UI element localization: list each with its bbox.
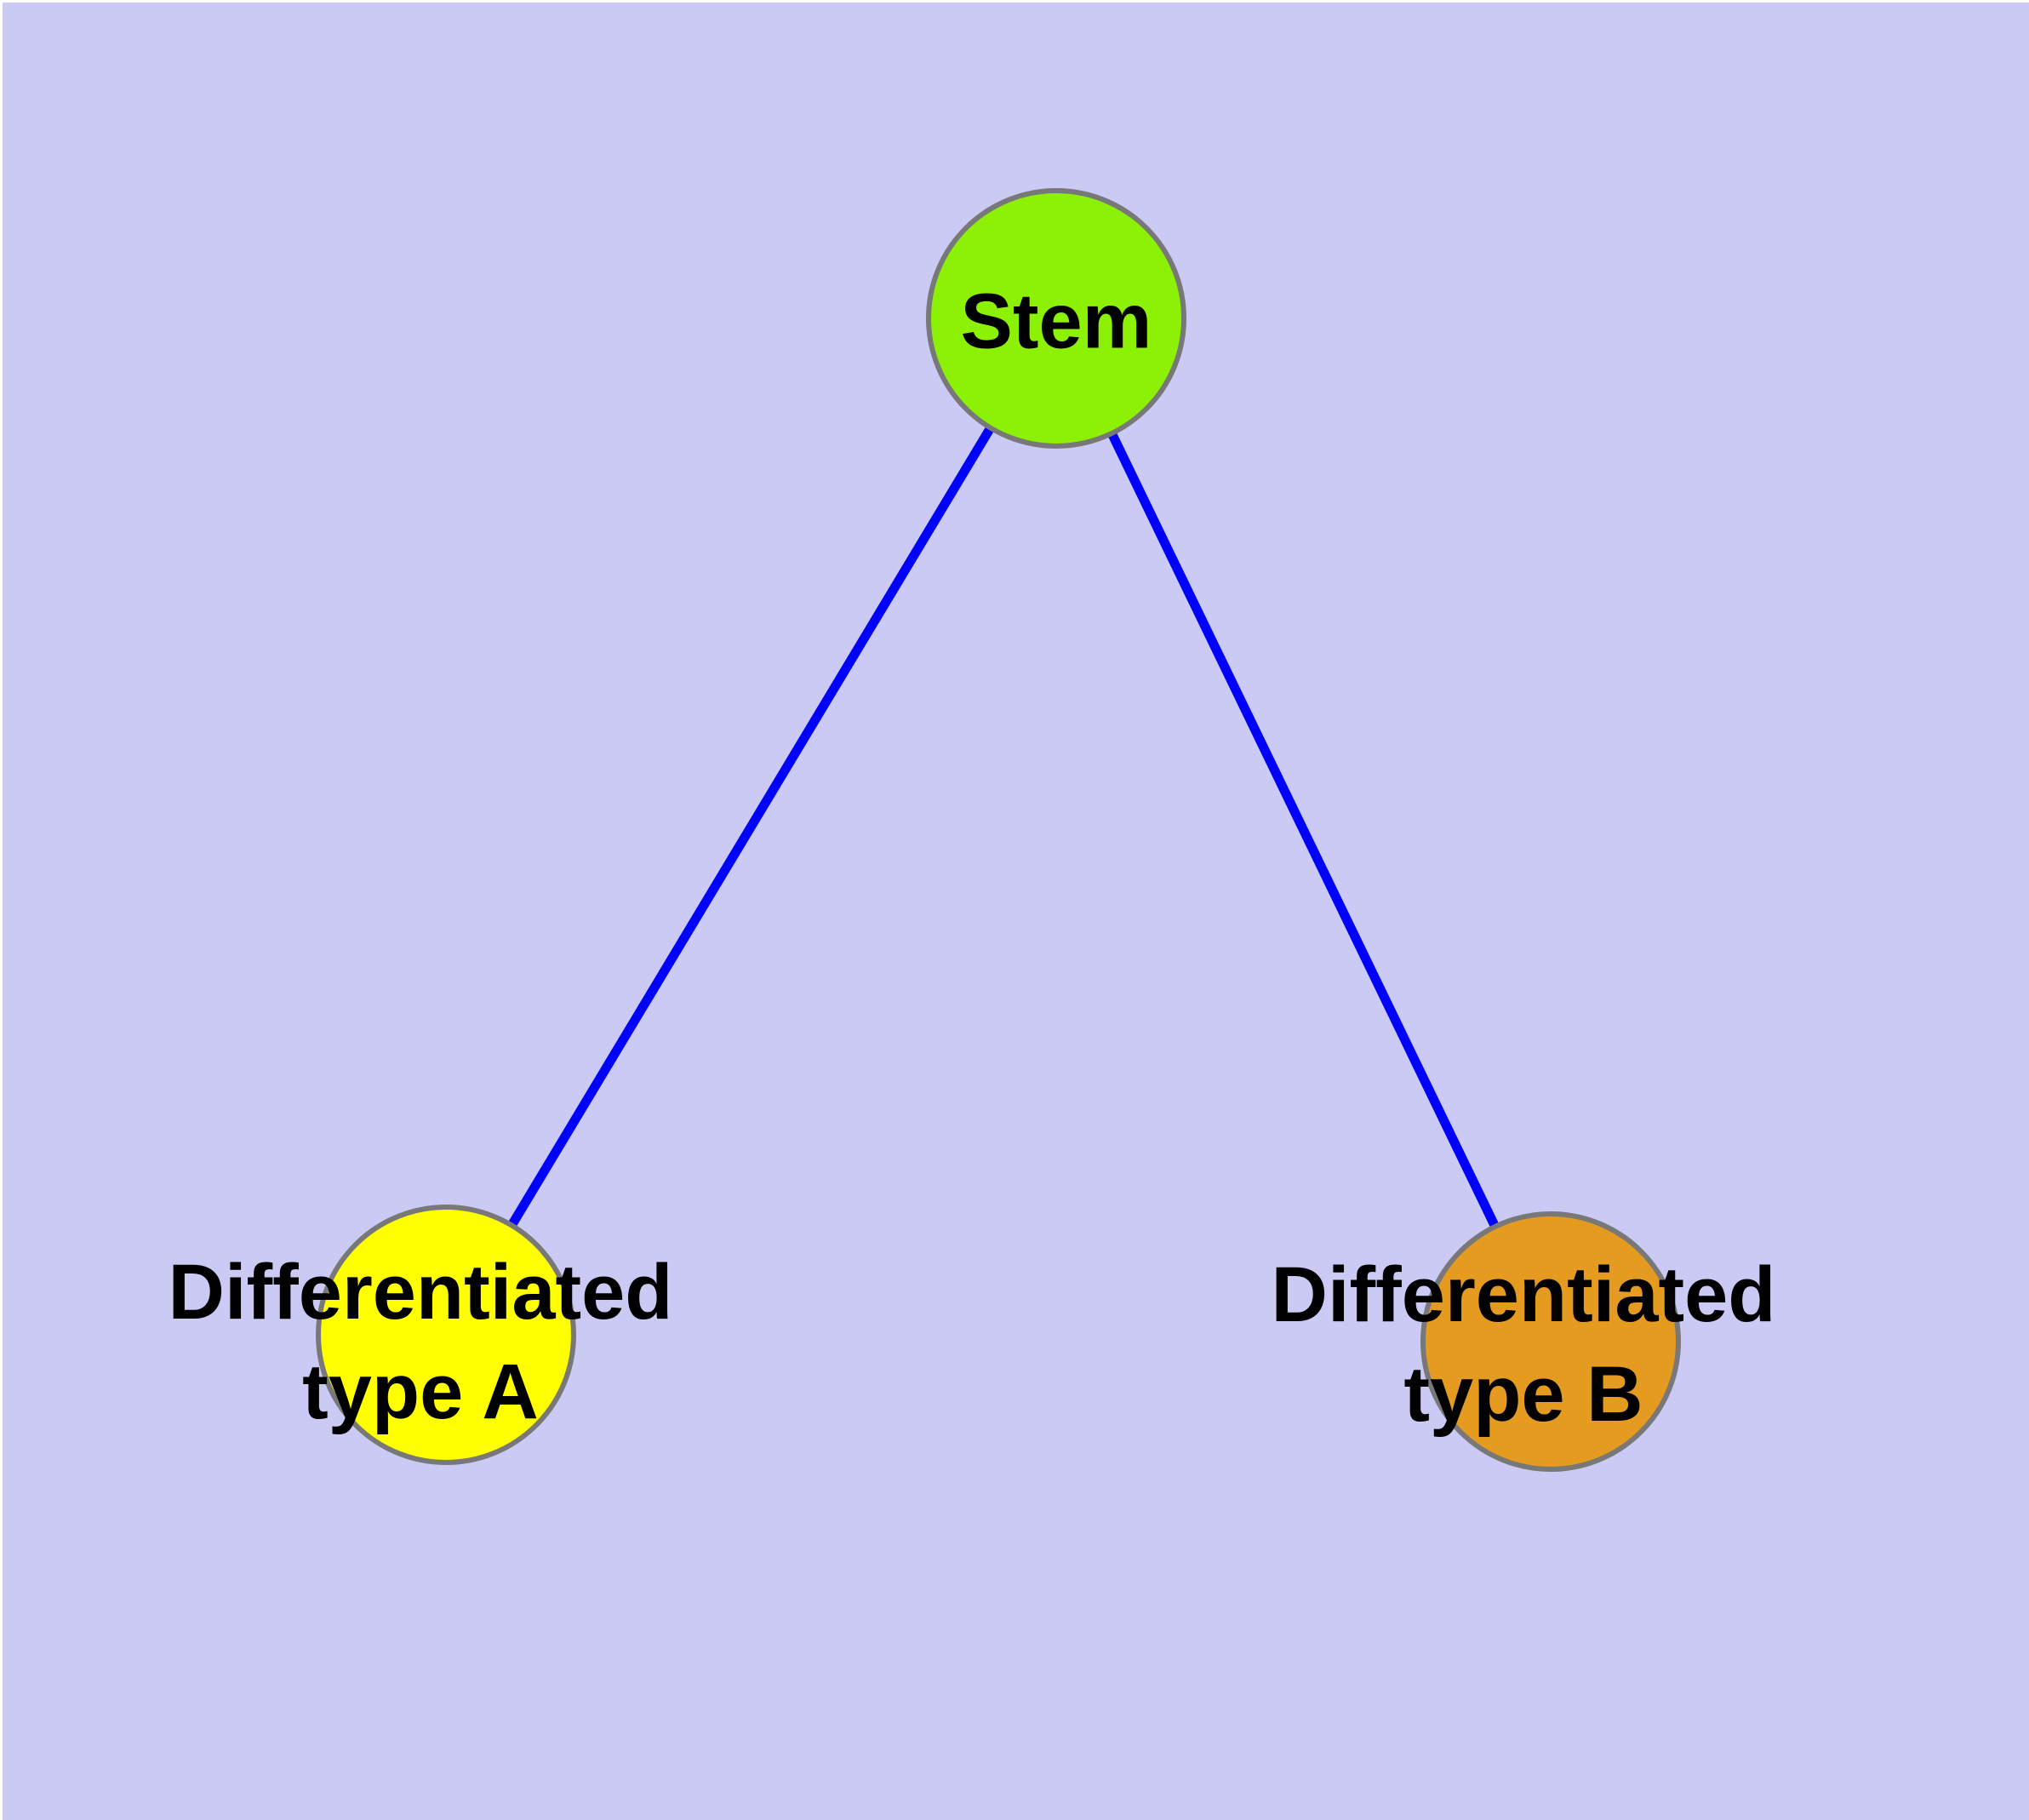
node-type-b-circle — [1420, 1211, 1681, 1472]
node-type-a-circle — [316, 1205, 576, 1465]
edge-stem-to-type-a — [442, 316, 1060, 1337]
node-stem-label: Stem — [960, 278, 1152, 365]
node-type-a-label: Differentiated type A — [168, 1249, 673, 1435]
edge-stem-to-type-b — [1052, 316, 1555, 1344]
graph-svg — [316, 188, 1681, 1472]
node-type-b-label: Differentiated type B — [1271, 1251, 1776, 1438]
node-stem-circle — [926, 188, 1186, 449]
